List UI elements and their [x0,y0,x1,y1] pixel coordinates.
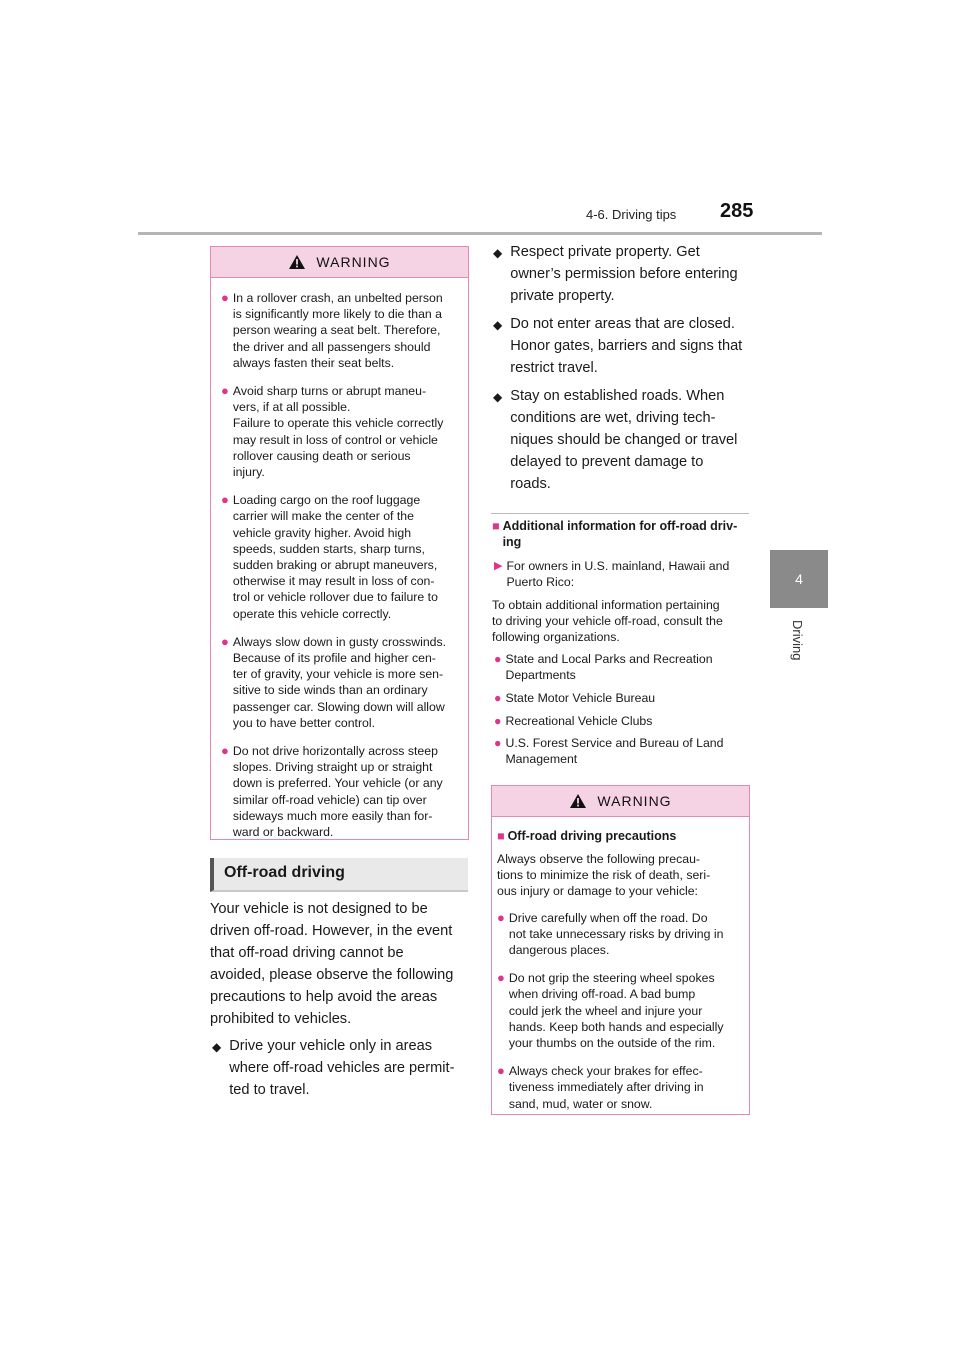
warning-box-rollover: WARNING ●In a rollover crash, an unbelte… [210,246,469,840]
chapter-label: Driving [790,620,805,661]
circle-bullet-icon: ● [494,736,502,750]
additional-info-heading: ■Additional information for off-road dri… [492,519,738,549]
header-rule [138,232,822,235]
warning-box-offroad: WARNING ■Off-road driving precautions Al… [491,785,750,1115]
organization-item: ●State Motor Vehicle Bureau [494,691,656,705]
circle-bullet-icon: ● [497,1063,505,1079]
page-number: 285 [720,200,754,222]
circle-bullet-icon: ● [221,383,229,399]
circle-bullet-icon: ● [494,691,502,705]
circle-bullet-icon: ● [221,290,229,305]
warning-label: WARNING [597,793,672,809]
circle-bullet-icon: ● [221,492,229,508]
warning-triangle-icon [289,255,306,269]
square-bullet-icon: ■ [492,519,500,533]
warning-header: WARNING [492,786,749,817]
warning-triangle-icon [570,794,587,808]
warning-intro: Always observe the following precau- tio… [497,852,711,899]
offroad-bullet: ◆Do not enter areas that are closed. Hon… [493,314,755,380]
square-bullet-icon: ■ [497,829,505,843]
warning-item: ●Do not grip the steering wheel spokes w… [497,970,724,1051]
diamond-bullet-icon: ◆ [493,318,503,332]
warning-item: ●Always slow down in gusty crosswinds. B… [221,633,447,730]
warning-item: ●Do not drive horizontally across steep … [221,743,443,840]
offroad-bullet: ◆Stay on established roads. When conditi… [493,386,755,496]
organization-item: ●U.S. Forest Service and Bureau of Land … [494,736,724,766]
offroad-bullet: ◆Respect private property. Get owner’s p… [493,242,755,308]
circle-bullet-icon: ● [497,970,505,986]
warning-item: ●Loading cargo on the roof luggage carri… [221,492,438,621]
offroad-bullet: ◆Drive your vehicle only in areas where … [212,1036,474,1102]
section-divider [491,513,749,514]
organization-item: ●Recreational Vehicle Clubs [494,714,653,728]
warning-item: ●In a rollover crash, an unbelted person… [221,290,443,370]
diamond-bullet-icon: ◆ [212,1040,222,1054]
chapter-tab[interactable]: 4 [770,550,828,608]
warning-item: ●Always check your brakes for effec- tiv… [497,1063,704,1111]
warning-subtitle: ■Off-road driving precautions [497,829,677,843]
diamond-bullet-icon: ◆ [493,246,503,260]
circle-bullet-icon: ● [497,909,505,925]
offroad-heading: Off-road driving [210,858,468,892]
circle-bullet-icon: ● [221,633,229,649]
section-title: 4-6. Driving tips [586,207,677,222]
offroad-intro: Your vehicle is not designed to be drive… [210,901,454,1027]
circle-bullet-icon: ● [494,652,502,666]
additional-info-text: To obtain additional information pertain… [492,598,723,644]
circle-bullet-icon: ● [221,743,229,759]
warning-label: WARNING [316,254,391,270]
diamond-bullet-icon: ◆ [493,390,503,404]
organization-item: ●State and Local Parks and Recreation De… [494,652,713,682]
region-note: ▶For owners in U.S. mainland, Hawaii and… [494,559,730,589]
warning-item: ●Avoid sharp turns or abrupt maneu- vers… [221,383,444,480]
warning-item: ●Drive carefully when off the road. Do n… [497,909,724,958]
circle-bullet-icon: ● [494,714,502,728]
warning-header: WARNING [211,247,468,278]
arrow-right-icon: ▶ [494,560,503,572]
